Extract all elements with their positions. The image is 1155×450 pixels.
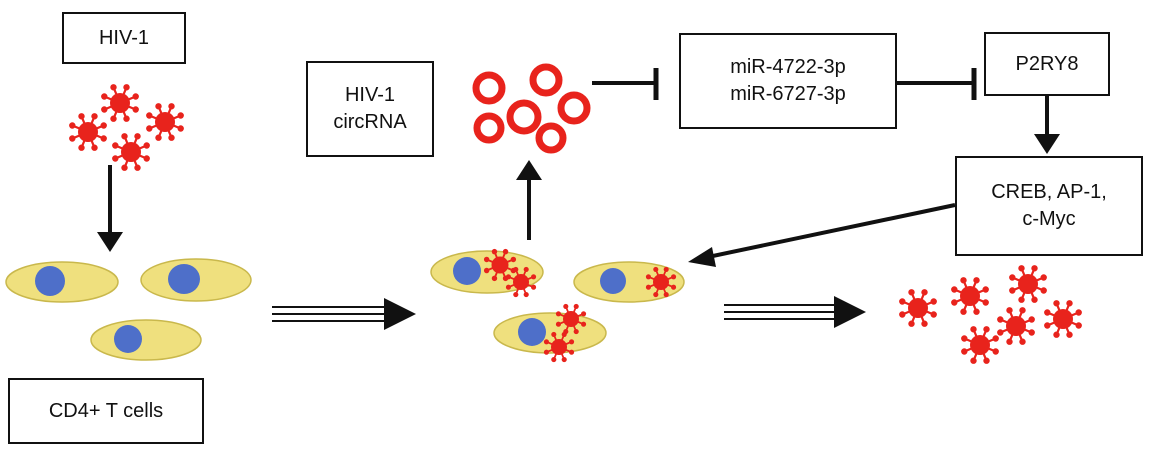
hiv-1-label: HIV-1: [98, 26, 150, 49]
hiv-1-circrna-box: HIV-1 circRNA: [306, 61, 434, 157]
circrna-box-line-1: HIV-1: [344, 84, 396, 106]
cd4-t-cells-label: CD4+ T cells: [48, 399, 164, 422]
mirna-box-line-2: miR-6727-3p: [730, 83, 846, 105]
circrna-ring-icon: [529, 63, 563, 97]
cd4-t-cells-box: CD4+ T cells: [8, 378, 204, 444]
hiv-virion-icon: [69, 113, 107, 151]
hiv-virion-icon: [505, 266, 537, 298]
circrna-ring-icon: [472, 71, 506, 105]
tf-box-line-2: c-Myc: [1022, 208, 1076, 230]
hiv-virion-icon: [1044, 300, 1082, 338]
p2ry8-label: P2RY8: [1015, 52, 1079, 75]
arrow-tf-to-cells: [688, 203, 956, 267]
inhibit-circrna-to-mirna: [592, 68, 659, 100]
triple-arrow-2: [724, 296, 866, 328]
hiv-virion-icon: [112, 133, 150, 171]
mirna-box: miR-4722-3p miR-6727-3p: [679, 33, 897, 129]
arrow-cells-to-circrna: [516, 160, 542, 240]
virions-layer: [69, 84, 1082, 364]
hiv-virion-icon: [146, 103, 184, 141]
tf-box-line-1: CREB, AP-1,: [991, 181, 1107, 203]
circrna-box-line-2: circRNA: [333, 111, 407, 133]
cd4-t-cell-icon: [90, 319, 202, 361]
circrna-rings-layer: [472, 63, 591, 154]
hiv-virion-icon: [645, 266, 677, 298]
hiv-virion-icon: [997, 307, 1035, 345]
hiv-virion-icon: [101, 84, 139, 122]
hiv-virion-icon: [1009, 265, 1047, 303]
hiv-virion-icon: [951, 277, 989, 315]
circrna-ring-icon: [535, 122, 567, 154]
mirna-box-line-1: miR-4722-3p: [730, 56, 846, 78]
circrna-ring-icon: [506, 99, 542, 135]
circrna-ring-icon: [473, 112, 505, 144]
hiv-virion-icon: [543, 331, 575, 363]
inhibit-mirna-to-p2ry8: [897, 68, 977, 100]
hiv-virion-icon: [961, 326, 999, 364]
cells-layer: [5, 250, 685, 361]
cd4-t-cell-icon: [5, 261, 119, 303]
hiv-virion-icon: [899, 289, 937, 327]
transcription-factors-box: CREB, AP-1, c-Myc: [955, 156, 1143, 256]
p2ry8-box: P2RY8: [984, 32, 1110, 96]
arrow-p2ry8-to-tf: [1034, 96, 1060, 154]
triple-arrow-1: [272, 298, 416, 330]
circrna-ring-icon: [557, 91, 591, 125]
cd4-t-cell-icon: [493, 312, 607, 354]
hiv-1-box: HIV-1: [62, 12, 186, 64]
cd4-t-cell-icon: [140, 258, 252, 302]
arrow-hiv-to-cells: [97, 165, 123, 252]
